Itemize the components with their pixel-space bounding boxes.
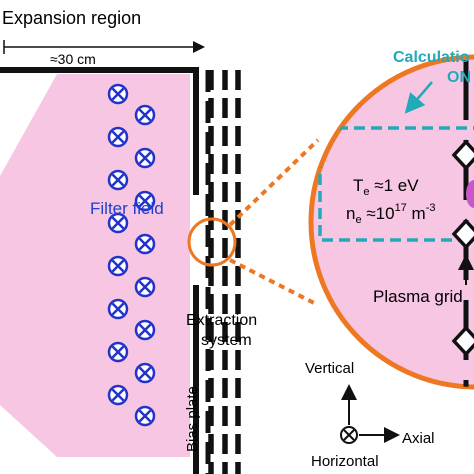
- diamond-icon: [451, 325, 474, 357]
- circled-x-icon: [107, 126, 129, 148]
- circled-x-icon: [134, 190, 156, 212]
- diamond-icon: [451, 218, 474, 250]
- circled-x-icon: [107, 298, 129, 320]
- filter-field-symbols: [107, 83, 156, 427]
- circled-x-icon: [107, 169, 129, 191]
- vertical-label: Vertical: [305, 360, 354, 377]
- extraction-system: [208, 70, 241, 474]
- te-subscript: e: [363, 186, 369, 198]
- circled-x-icon: [134, 104, 156, 126]
- calculation-pointer: [404, 81, 433, 114]
- te-symbol: T: [353, 176, 363, 195]
- ne-value: ≈10: [362, 204, 395, 223]
- axes-legend: Vertical Axial Horizontal: [305, 360, 435, 470]
- expansion-region-title: Expansion region: [2, 8, 141, 28]
- grid-diamonds: [451, 139, 474, 357]
- zoom-detail-circle: [308, 54, 474, 390]
- ne-subscript: e: [355, 214, 361, 226]
- width-dimension-arrow: [3, 40, 205, 54]
- circled-x-icon: [107, 212, 129, 234]
- te-value: ≈1 eV: [370, 176, 420, 195]
- ne-symbol: n: [346, 204, 355, 223]
- ne-unit: m: [407, 204, 426, 223]
- extraction-label-line2: system: [201, 332, 252, 349]
- circled-x-icon: [134, 147, 156, 169]
- calculation-domain-box: [318, 126, 474, 242]
- circled-x-icon: [107, 341, 129, 363]
- chamber-wall: [0, 67, 199, 474]
- plasma-region: [0, 74, 190, 457]
- ne-unit-exponent: -3: [426, 202, 436, 214]
- calculation-label-line2: ON: [447, 69, 471, 86]
- beamlet-spot: [466, 180, 474, 208]
- circled-x-icon: [134, 319, 156, 341]
- extraction-label-line1: Extraction: [186, 312, 257, 329]
- circled-x-icon: [134, 276, 156, 298]
- diamond-icon: [451, 139, 474, 171]
- circled-x-icon: [107, 255, 129, 277]
- calculation-label-line1: Calculatio: [393, 49, 470, 66]
- zoom-lines: [228, 138, 320, 307]
- circled-x-icon: [340, 426, 358, 444]
- electron-temperature-label: Te ≈1 eV: [353, 176, 419, 198]
- bias-plate-label: Bias plate: [184, 386, 201, 452]
- filter-field-label: Filter field: [90, 199, 164, 218]
- circled-x-icon: [134, 233, 156, 255]
- circled-x-icon: [134, 362, 156, 384]
- electron-density-label: ne ≈1017 m-3: [346, 202, 435, 226]
- width-label: ≈30 cm: [50, 51, 96, 67]
- horizontal-label: Horizontal: [311, 453, 379, 470]
- plasma-grid-label: Plasma grid: [373, 287, 463, 306]
- circled-x-icon: [107, 83, 129, 105]
- zoom-source-circle: [187, 217, 237, 267]
- circled-x-icon: [134, 405, 156, 427]
- circled-x-icon: [107, 384, 129, 406]
- ne-exponent: 17: [395, 202, 407, 214]
- axial-label: Axial: [402, 430, 435, 447]
